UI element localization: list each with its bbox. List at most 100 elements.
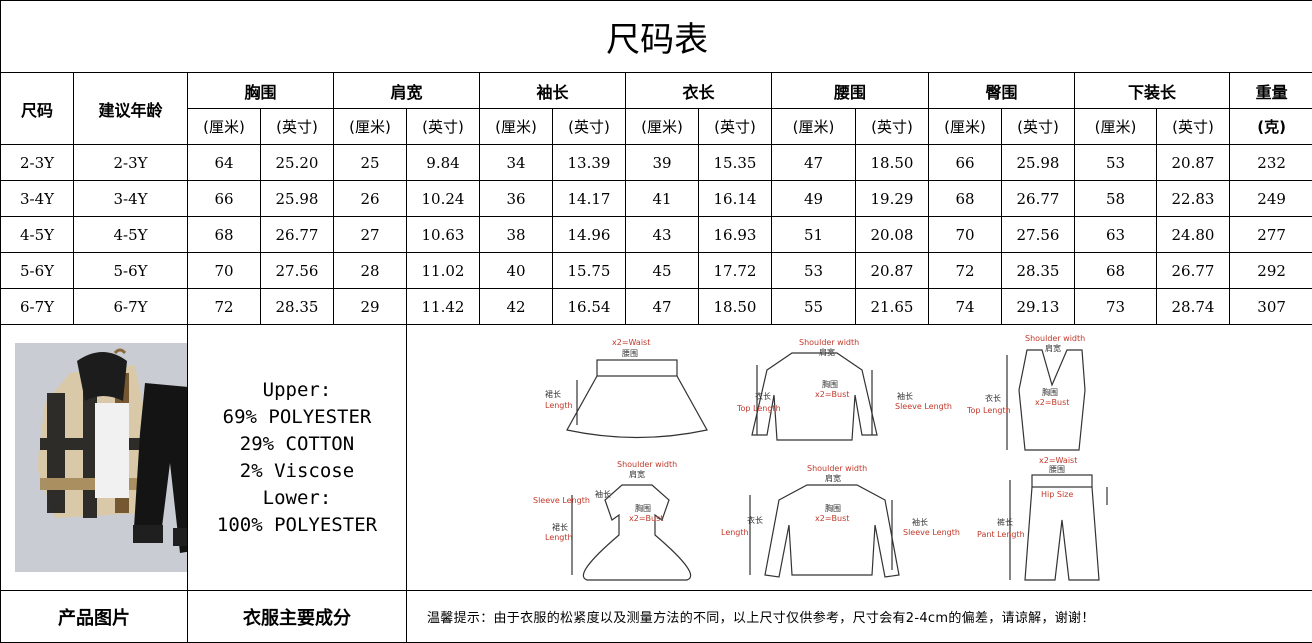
age-cell: 2-3Y (73, 144, 188, 181)
unit-row: (厘米) (英寸) (厘米) (英寸) (厘米) (英寸) (厘米) (英寸) … (1, 108, 1312, 145)
measure-cell: 43 (625, 216, 699, 253)
measurement-diagrams: x2=Waist 腰围 裙长 Length Shoulder width 肩宽 … (533, 334, 1108, 581)
dress-left-en: Length (545, 533, 573, 542)
measure-cell: 28.74 (1156, 288, 1230, 325)
dress-top-en: Shoulder width (617, 460, 677, 469)
unit-in: (英寸) (406, 108, 480, 145)
sweater-right-cn: 袖长 (912, 517, 928, 527)
jacket-top-cn: 肩宽 (819, 347, 835, 357)
measure-cell: 34 (479, 144, 553, 181)
sizing-note: 温馨提示：由于衣服的松紧度以及测量方法的不同，以上尺寸仅供参考，尺寸会有2-4c… (405, 590, 1312, 643)
pants-diagram (1009, 474, 1108, 581)
measure-cell: 40 (479, 252, 553, 289)
measure-cell: 55 (771, 288, 856, 325)
measure-cell: 16.93 (698, 216, 772, 253)
measure-cell: 25.20 (260, 144, 334, 181)
vest-left-en: Top Length (966, 406, 1011, 415)
size-cell: 4-5Y (0, 216, 74, 253)
age-cell: 6-7Y (73, 288, 188, 325)
size-cell: 6-7Y (0, 288, 74, 325)
sweater-diagram (749, 484, 900, 578)
sweater-mid-en: x2=Bust (815, 514, 849, 523)
weight-cell: 292 (1228, 252, 1312, 289)
dress-left-cn: 裙长 (552, 522, 568, 532)
sweater-top-en: Shoulder width (807, 464, 867, 473)
unit-in: (英寸) (1156, 108, 1230, 145)
measure-cell: 18.50 (698, 288, 772, 325)
product-photo (15, 343, 187, 572)
measure-cell: 9.84 (406, 144, 480, 181)
dress-sleeve-cn: 袖长 (595, 489, 611, 499)
age-cell: 4-5Y (73, 216, 188, 253)
measure-cell: 36 (479, 180, 553, 217)
length-header: 衣长 (625, 72, 772, 109)
skirt-side-en: Length (545, 401, 573, 410)
pants-side-cn: 裤长 (997, 517, 1013, 527)
measure-cell: 27.56 (260, 252, 334, 289)
skirt-top-en: x2=Waist (612, 338, 650, 347)
measure-cell: 47 (625, 288, 699, 325)
measure-cell: 15.35 (698, 144, 772, 181)
dress-mid-cn: 胸围 (635, 503, 651, 513)
measure-cell: 16.14 (698, 180, 772, 217)
dress-sleeve-en: Sleeve Length (533, 496, 590, 505)
measure-cell: 20.87 (1156, 144, 1230, 181)
measure-cell: 20.87 (855, 252, 929, 289)
material-cell: Upper: 69% POLYESTER 29% COTTON 2% Visco… (187, 324, 407, 591)
measure-cell: 38 (479, 216, 553, 253)
photo-label: 产品图片 (0, 590, 188, 643)
dress-diagram (571, 484, 692, 581)
pants-length-header: 下装长 (1074, 72, 1230, 109)
measure-cell: 47 (771, 144, 856, 181)
unit-cm: (厘米) (625, 108, 699, 145)
pants-side-en: Pant Length (977, 530, 1025, 539)
measure-cell: 25.98 (260, 180, 334, 217)
measure-cell: 70 (187, 252, 261, 289)
measure-cell: 70 (928, 216, 1002, 253)
measure-cell: 29 (333, 288, 407, 325)
weight-cell: 232 (1228, 144, 1312, 181)
weight-cell: 307 (1228, 288, 1312, 325)
vest-mid-cn: 胸围 (1042, 387, 1058, 397)
measure-cell: 74 (928, 288, 1002, 325)
vest-diagram (1006, 349, 1086, 451)
measure-cell: 26 (333, 180, 407, 217)
unit-cm: (厘米) (1074, 108, 1157, 145)
material-line: 2% Viscose (239, 459, 355, 482)
chart-title: 尺码表 (0, 0, 1312, 73)
measure-cell: 15.75 (552, 252, 626, 289)
skirt-top-cn: 腰围 (622, 349, 638, 358)
product-photo-cell (0, 324, 188, 591)
unit-cm: (厘米) (928, 108, 1002, 145)
unit-in: (英寸) (698, 108, 772, 145)
measure-cell: 17.72 (698, 252, 772, 289)
sweater-right-en: Sleeve Length (903, 528, 960, 537)
sweater-left-en: Length (721, 528, 749, 537)
jacket-left-en: Top Length (736, 404, 781, 413)
unit-in: (英寸) (552, 108, 626, 145)
unit-in: (英寸) (1001, 108, 1075, 145)
vest-top-cn: 肩宽 (1045, 343, 1061, 353)
measure-cell: 10.63 (406, 216, 480, 253)
measure-cell: 27.56 (1001, 216, 1075, 253)
measure-cell: 53 (771, 252, 856, 289)
dress-mid-en: x2=Bust (629, 514, 663, 523)
measure-cell: 27 (333, 216, 407, 253)
age-cell: 5-6Y (73, 252, 188, 289)
measure-cell: 68 (187, 216, 261, 253)
measure-cell: 22.83 (1156, 180, 1230, 217)
measure-cell: 72 (928, 252, 1002, 289)
measure-cell: 25.98 (1001, 144, 1075, 181)
weight-header: 重量 (1228, 72, 1312, 109)
measure-cell: 21.65 (855, 288, 929, 325)
measure-cell: 26.77 (1156, 252, 1230, 289)
material-label: 衣服主要成分 (187, 590, 407, 643)
measure-cell: 45 (625, 252, 699, 289)
sleeve-header: 袖长 (479, 72, 626, 109)
measure-cell: 26.77 (1001, 180, 1075, 217)
